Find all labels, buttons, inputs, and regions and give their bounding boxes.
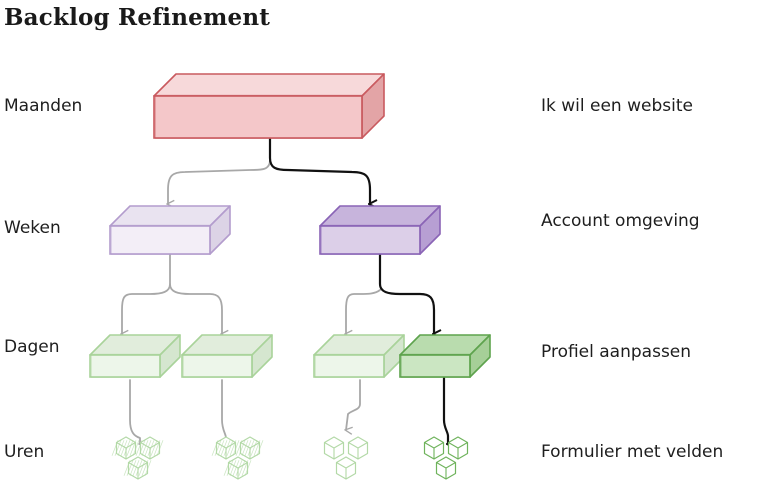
tasks <box>111 436 469 480</box>
level-label-months: Maanden <box>4 96 83 116</box>
example-label-days: Profiel aanpassen <box>541 342 692 362</box>
connector-feature-2-story-3 <box>346 289 381 334</box>
connector-story-3-tasks <box>346 379 361 430</box>
story-box-2 <box>181 334 273 378</box>
connector-feature-1-story-2 <box>169 283 222 334</box>
level-label-days: Dagen <box>4 337 60 357</box>
connector-story-4-tasks-active <box>442 376 448 444</box>
connector-feature-2-story-4-active <box>378 252 434 334</box>
level-label-weeks: Weken <box>4 218 61 238</box>
story-box-4-active <box>399 334 491 378</box>
task-cluster-3 <box>323 436 369 480</box>
example-label-weeks: Account omgeving <box>541 211 700 231</box>
example-label-hours: Formulier met velden <box>541 442 724 462</box>
epic-box <box>153 73 385 139</box>
connector-feature-1-story-1 <box>122 253 171 334</box>
story-box-1 <box>89 334 181 378</box>
feature-box-1 <box>109 205 231 255</box>
example-label-months: Ik wil een website <box>541 96 693 116</box>
connector-story-2-tasks <box>221 379 226 444</box>
task-cluster-2 <box>211 436 264 480</box>
connector-epic-feature-1 <box>168 159 271 204</box>
connectors <box>122 136 448 444</box>
connector-story-1-tasks <box>129 379 140 444</box>
page-title: Backlog Refinement <box>4 4 271 31</box>
boxes <box>89 73 491 378</box>
connector-epic-feature-2-active <box>268 136 370 204</box>
task-cluster-4-active <box>423 436 469 480</box>
story-box-3 <box>313 334 405 378</box>
feature-box-2-active <box>319 205 441 255</box>
level-label-hours: Uren <box>4 442 45 462</box>
task-cluster-1 <box>111 436 164 480</box>
